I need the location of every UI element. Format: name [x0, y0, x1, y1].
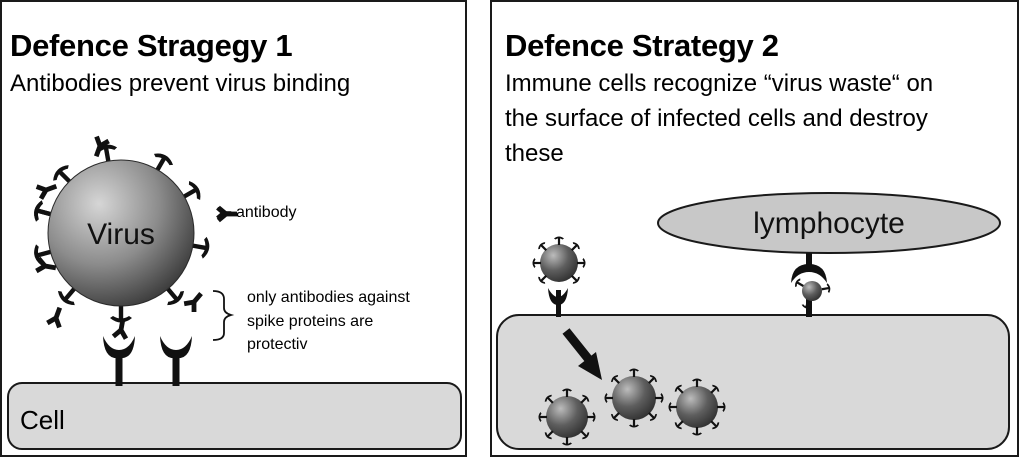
antibody-label: antibody: [236, 204, 297, 221]
virus-waste-fragment: [793, 277, 832, 311]
strategy-1-subtitle: Antibodies prevent virus binding: [10, 70, 351, 97]
strategy-2-subtitle-line-3: these: [505, 140, 564, 167]
cell-membrane: [7, 382, 462, 450]
lymphocyte: [657, 192, 1001, 254]
note-line-2: spike proteins are: [247, 313, 374, 330]
small-virus: [668, 378, 726, 436]
small-virus: [604, 368, 664, 428]
lymphocyte-label: lymphocyte: [753, 207, 905, 240]
virus-label: Virus: [87, 218, 155, 251]
cell-label: Cell: [20, 405, 65, 435]
note-brace: [212, 290, 235, 341]
small-virus: [538, 388, 596, 446]
small-viruses: [532, 236, 726, 446]
strategy-2-subtitle-line-2: the surface of infected cells and destro…: [505, 105, 928, 132]
small-virus: [532, 236, 586, 286]
strategy-2-title: Defence Strategy 2: [505, 28, 779, 63]
cell-receptors: [103, 336, 192, 386]
note-line-3: protectiv: [247, 336, 308, 353]
cell-surface-receptor: [548, 288, 568, 317]
entry-arrow: [562, 328, 602, 380]
virus-particle: [31, 142, 212, 323]
strategy-1-title: Defence Stragegy 1: [10, 28, 293, 63]
note-line-1: only antibodies against: [247, 289, 410, 306]
strategy-2-subtitle-line-1: Immune cells recognize “virus waste“ on: [505, 70, 934, 97]
